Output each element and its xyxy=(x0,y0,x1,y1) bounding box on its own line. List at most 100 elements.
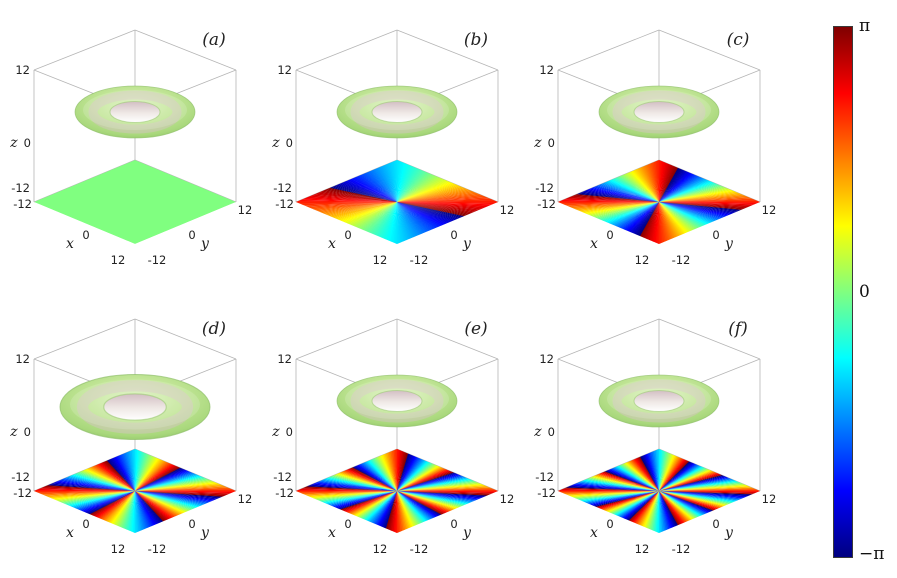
z-tick-max: 12 xyxy=(15,63,30,77)
z-tick-min: -12 xyxy=(535,470,554,484)
x-axis-label: x xyxy=(328,525,336,541)
y-axis-label: y xyxy=(200,236,210,252)
y-tick-min: -12 xyxy=(148,542,167,556)
x-tick-min: -12 xyxy=(537,486,556,500)
x-tick-zero: 0 xyxy=(344,228,351,242)
z-tick-zero: 0 xyxy=(548,425,555,439)
panel-letter: (f) xyxy=(728,319,748,339)
x-tick-max: 12 xyxy=(635,542,650,556)
torus-isosurface xyxy=(598,85,720,139)
z-tick-min: -12 xyxy=(273,181,292,195)
x-tick-min: -12 xyxy=(13,197,32,211)
x-tick-max: 12 xyxy=(373,542,388,556)
z-tick-max: 12 xyxy=(277,352,292,366)
y-tick-max: 12 xyxy=(762,203,777,217)
y-axis-label: y xyxy=(462,525,472,541)
z-axis-label: z xyxy=(9,135,18,151)
z-tick-min: -12 xyxy=(273,470,292,484)
x-tick-zero: 0 xyxy=(82,517,89,531)
torus-isosurface xyxy=(59,374,211,440)
y-tick-zero: 0 xyxy=(712,517,719,531)
y-axis-label: y xyxy=(724,236,734,252)
y-tick-zero: 0 xyxy=(450,517,457,531)
x-tick-min: -12 xyxy=(13,486,32,500)
x-tick-zero: 0 xyxy=(606,517,613,531)
y-tick-zero: 0 xyxy=(450,228,457,242)
x-axis-label: x xyxy=(66,525,74,541)
z-tick-zero: 0 xyxy=(286,136,293,150)
y-axis-label: y xyxy=(724,525,734,541)
colorbar-min-label: −π xyxy=(859,544,885,564)
y-tick-zero: 0 xyxy=(188,517,195,531)
z-tick-max: 12 xyxy=(539,352,554,366)
x-tick-min: -12 xyxy=(537,197,556,211)
x-tick-max: 12 xyxy=(111,253,126,267)
panel-letter: (e) xyxy=(464,319,487,339)
torus-isosurface xyxy=(74,85,196,139)
x-axis-label: x xyxy=(590,525,598,541)
z-tick-zero: 0 xyxy=(548,136,555,150)
x-tick-min: -12 xyxy=(275,197,294,211)
y-axis-label: y xyxy=(462,236,472,252)
x-axis-label: x xyxy=(66,236,74,252)
y-tick-zero: 0 xyxy=(712,228,719,242)
x-tick-zero: 0 xyxy=(606,228,613,242)
panel-letter: (c) xyxy=(727,30,750,50)
y-tick-min: -12 xyxy=(672,253,691,267)
colorbar-max-label: π xyxy=(859,16,871,36)
z-axis-label: z xyxy=(9,424,18,440)
z-tick-max: 12 xyxy=(15,352,30,366)
torus-isosurface xyxy=(336,374,458,428)
panel-letter: (b) xyxy=(464,30,488,50)
panel-letter: (d) xyxy=(202,319,226,339)
y-tick-min: -12 xyxy=(148,253,167,267)
y-axis-label: y xyxy=(200,525,210,541)
torus-isosurface xyxy=(336,85,458,139)
panel-letter: (a) xyxy=(202,30,225,50)
x-tick-min: -12 xyxy=(275,486,294,500)
phase-plane xyxy=(34,160,236,244)
z-axis-label: z xyxy=(271,135,280,151)
z-axis-label: z xyxy=(271,424,280,440)
x-tick-max: 12 xyxy=(111,542,126,556)
y-tick-min: -12 xyxy=(410,542,429,556)
x-tick-max: 12 xyxy=(373,253,388,267)
x-tick-zero: 0 xyxy=(344,517,351,531)
colorbar-zero-label: 0 xyxy=(859,282,870,302)
z-axis-label: z xyxy=(533,135,542,151)
y-tick-max: 12 xyxy=(762,492,777,506)
x-axis-label: x xyxy=(590,236,598,252)
z-axis-label: z xyxy=(533,424,542,440)
colorbar-gradient xyxy=(833,26,853,558)
x-tick-zero: 0 xyxy=(82,228,89,242)
y-tick-max: 12 xyxy=(238,203,253,217)
z-tick-zero: 0 xyxy=(286,425,293,439)
z-tick-max: 12 xyxy=(277,63,292,77)
y-tick-max: 12 xyxy=(500,203,515,217)
x-tick-max: 12 xyxy=(635,253,650,267)
x-axis-label: x xyxy=(328,236,336,252)
y-tick-min: -12 xyxy=(410,253,429,267)
y-tick-max: 12 xyxy=(500,492,515,506)
z-tick-min: -12 xyxy=(11,181,30,195)
z-tick-min: -12 xyxy=(535,181,554,195)
y-tick-zero: 0 xyxy=(188,228,195,242)
z-tick-max: 12 xyxy=(539,63,554,77)
z-tick-min: -12 xyxy=(11,470,30,484)
y-tick-max: 12 xyxy=(238,492,253,506)
z-tick-zero: 0 xyxy=(24,136,31,150)
y-tick-min: -12 xyxy=(672,542,691,556)
